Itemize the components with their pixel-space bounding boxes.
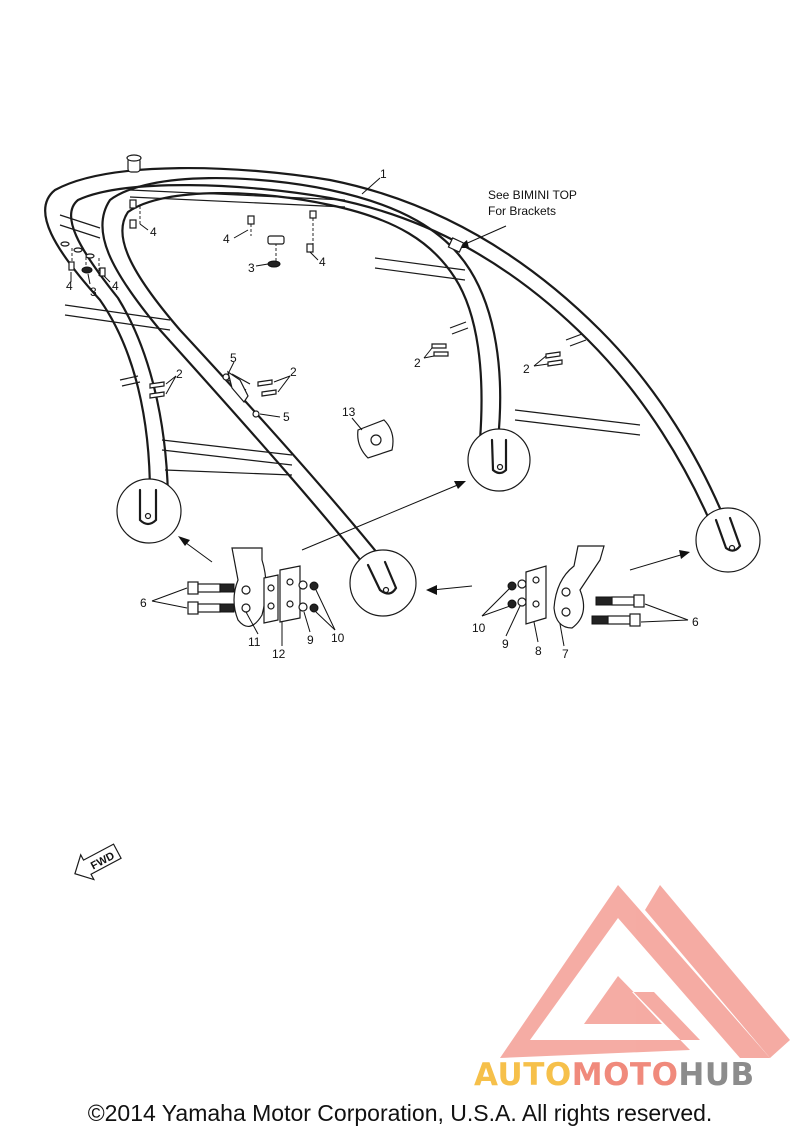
callout-10a: 10 — [331, 631, 345, 645]
tower-frame — [44, 154, 727, 587]
callout-2c: 2 — [414, 356, 421, 370]
logo-shape — [500, 885, 770, 1058]
callout-2d: 2 — [523, 362, 530, 376]
callout-10b: 10 — [472, 621, 486, 635]
callout-8: 8 — [535, 644, 542, 658]
callout-6b: 6 — [692, 615, 699, 629]
bimini-note-line2: For Brackets — [488, 204, 556, 218]
mount-assembly-right — [481, 545, 689, 647]
fwd-label: FWD — [89, 850, 117, 872]
callout-4a: 4 — [150, 225, 157, 239]
callout-3a: 3 — [248, 261, 255, 275]
callout-9a: 9 — [307, 633, 314, 647]
callout-5a: 5 — [230, 351, 237, 365]
watermark-logo — [500, 885, 790, 1058]
fwd-indicator: FWD — [74, 843, 122, 881]
callout-4e: 4 — [112, 279, 119, 293]
callout-5b: 5 — [283, 410, 290, 424]
callout-3b: 3 — [90, 285, 97, 299]
mount-assembly-left — [151, 547, 336, 646]
watermark-hub: HUB — [678, 1057, 755, 1093]
callout-4d: 4 — [66, 279, 73, 293]
callout-11: 11 — [248, 635, 261, 649]
callout-9b: 9 — [502, 637, 509, 651]
detail-circles — [116, 428, 761, 617]
callout-4c: 4 — [319, 255, 326, 269]
copyright-notice: ©2014 Yamaha Motor Corporation, U.S.A. A… — [87, 1100, 713, 1126]
bimini-note-line1: See BIMINI TOP — [488, 188, 577, 202]
callout-12: 12 — [272, 647, 286, 661]
callout-7: 7 — [562, 647, 569, 661]
watermark-auto: AUTO — [474, 1057, 572, 1093]
callout-labels: 1 2 2 2 2 3 3 4 4 4 4 4 5 5 6 6 7 8 9 9 … — [66, 167, 699, 661]
watermark-moto: MOTO — [571, 1057, 679, 1093]
watermark-text: AUTOMOTOHUB — [474, 1057, 755, 1093]
callout-4b: 4 — [223, 232, 230, 246]
callout-6a: 6 — [140, 596, 147, 610]
small-hardware — [60, 199, 563, 459]
callout-2b: 2 — [290, 365, 297, 379]
callout-1: 1 — [380, 167, 387, 181]
callout-2a: 2 — [176, 367, 183, 381]
callout-13: 13 — [342, 405, 356, 419]
